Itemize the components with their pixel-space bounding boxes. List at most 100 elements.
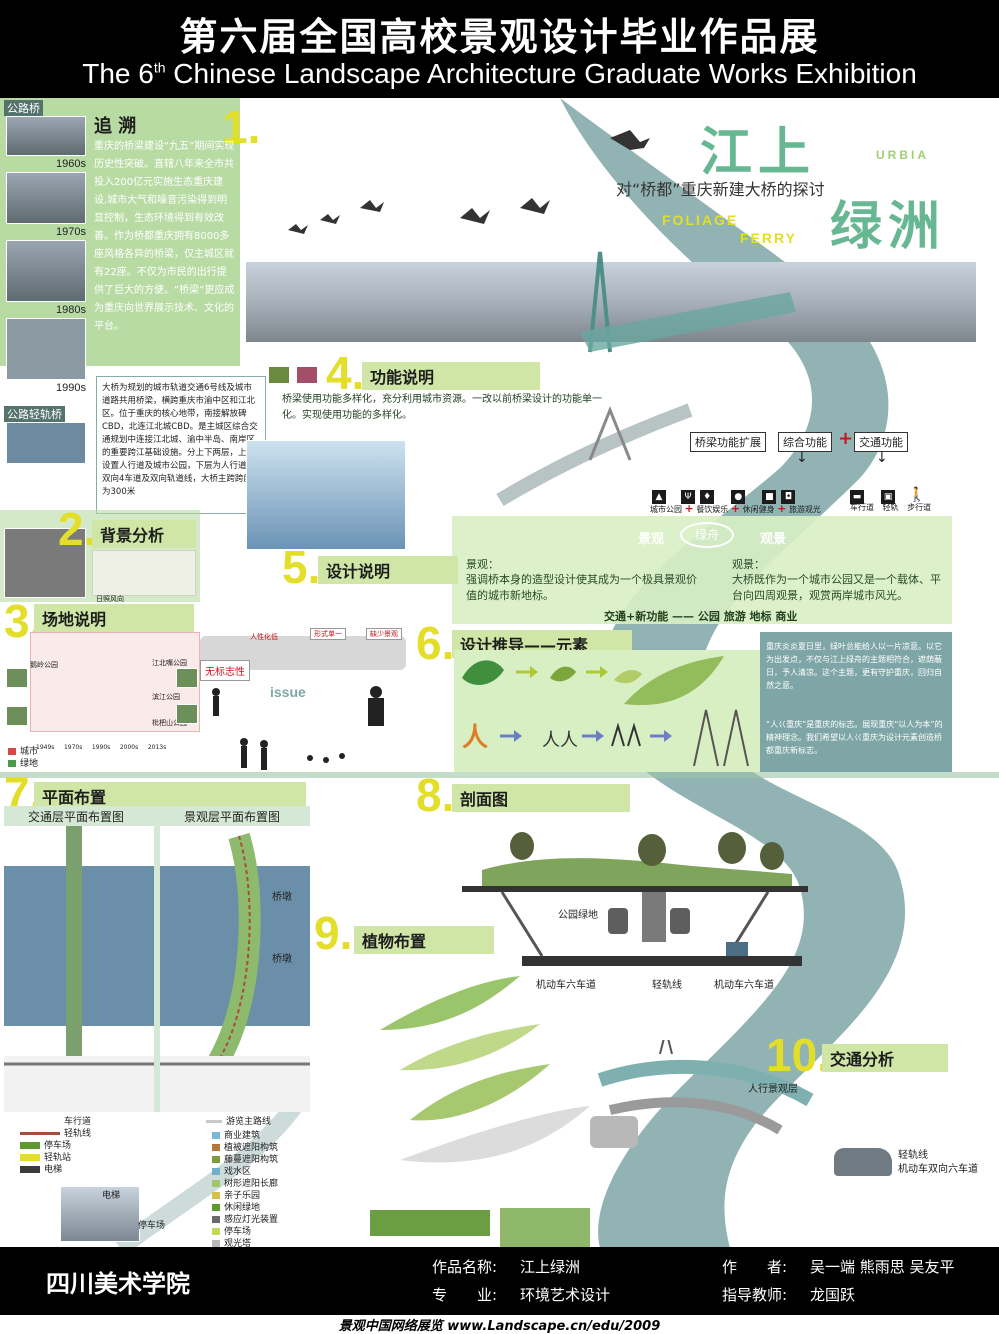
plan-drawings (4, 826, 310, 1112)
design-right: 观景 (760, 532, 787, 547)
legend-elevator: 电梯 (44, 1165, 63, 1175)
photo-1990s (6, 318, 86, 380)
section-park-label: 公园绿地 (558, 910, 598, 921)
transport-labels: 车行道 轻轨 步行道 (850, 502, 931, 513)
en-foliage: FOLIAGE (662, 212, 739, 228)
school-name: 四川美术学院 (46, 1270, 190, 1298)
fitness-icon: ● (731, 490, 746, 504)
viewing-label: 观景： (732, 558, 765, 571)
legend-parking: 停车场 (44, 1141, 72, 1151)
icon-row-transport: ▬ ▣ 🚶 (850, 484, 926, 504)
bridge-info-box: 大桥为规划的城市轨道交通6号线及城市道路共用桥梁，横跨重庆市渝中区和江北区。位于… (96, 376, 266, 514)
design-formula: 交通+新功能 —— 公园 旅游 地标 商业 (604, 610, 798, 623)
major-value: 环境艺术设计 (520, 1286, 611, 1304)
func-label-2: 餐饮娱乐 (696, 505, 729, 514)
en-ferry: FERRY (740, 230, 797, 246)
section-10-title: 交通分析 (822, 1044, 948, 1072)
func-label-4: 旅游观光 (788, 505, 821, 514)
func-label-1: 城市公园 (650, 505, 682, 514)
place-4: 枇杷山公园 (152, 719, 187, 727)
car-render (834, 1148, 892, 1176)
era-1970s: 1970s (56, 226, 86, 238)
section-8-number: 8. (416, 769, 455, 821)
issue-low-humanity: 人性化低 (250, 633, 278, 641)
highway-bridge-label: 公路桥 (4, 100, 43, 116)
element-derivation-diagram: 人 人人 (462, 656, 749, 767)
era-1980s: 1980s (56, 304, 86, 316)
func-photo-1 (268, 366, 290, 384)
section-lane-right: 机动车六车道 (714, 980, 774, 991)
section-9-number: 9. (314, 907, 353, 959)
transport-label-1: 车行道 (850, 503, 874, 512)
pedestrian-icon: 🚶 (908, 487, 926, 503)
legend-r-6: 亲子乐园 (212, 1190, 278, 1202)
sun-wind-diagram (92, 550, 196, 596)
plan-title-landscape: 景观层平面布置图 (184, 810, 281, 824)
lanes-layer-label: 机动车双向六车道 (898, 1164, 978, 1175)
section-drawing (462, 832, 808, 966)
func-photo-2 (296, 366, 318, 384)
history-text: 重庆的桥梁建设“九五”期间实现历史性突破。直辖八年来全市共投入200亿元实施生态… (94, 141, 235, 332)
issue-no-landmark: 无标志性 (200, 660, 250, 681)
legend-tour-route: 游览主路线 (206, 1116, 271, 1128)
park-icon: ▲ (652, 490, 666, 504)
elevator-caption: 电梯 (102, 1191, 121, 1201)
work-name-label: 作品名称: (432, 1258, 498, 1276)
svg-text:人: 人 (462, 723, 488, 753)
box-transport-function: 交通功能 (854, 432, 908, 452)
year-sequence: 1949s 1970s 1990s 2000s 2013s (36, 744, 167, 751)
project-title-2: 绿洲 (830, 197, 947, 257)
legend-station-row: 轻轨站 (20, 1152, 91, 1164)
icon-row-functions: ▲ Ψ ♦ ● ■ ◘ (652, 484, 796, 504)
project-title-1: 江上 (700, 123, 817, 183)
teacher-label: 指导教师: (722, 1286, 788, 1304)
place-2: 江北嘴公园 (152, 659, 187, 667)
elevator-render (60, 1186, 140, 1242)
people-silhouettes (212, 686, 384, 770)
issue-single-form: 形式单一 (310, 628, 346, 640)
design-left: 景观 (638, 532, 665, 547)
bridge-tower-illustration (580, 251, 796, 353)
cup-icon: ♦ (700, 490, 715, 504)
section-2-number: 2. (58, 503, 97, 555)
car-icon: ▬ (850, 490, 864, 504)
site-legend-green: 绿地 (8, 758, 38, 770)
project-subtitle: 对“桥都”重庆新建大桥的探讨 (616, 180, 825, 199)
plan-title-traffic: 交通层平面布置图 (28, 810, 125, 824)
exhibition-title-en: The 6th Chinese Landscape Architecture G… (82, 58, 917, 89)
landscape-label: 景观： (466, 558, 499, 571)
section-rail: 轻轨线 (652, 980, 682, 991)
photo-1980s (6, 240, 86, 302)
place-photo-1 (6, 668, 28, 688)
leaf-element-text: 重庆炎炎夏日里，绿叶总能给人以一片凉意。以它为出发点，不仅与江上绿舟的主题相符合… (766, 642, 942, 690)
birds-illustration (288, 130, 650, 234)
exhibition-title-cn: 第六届全国高校景观设计毕业作品展 (179, 15, 820, 59)
walk-layer-label: 人行景观层 (748, 1084, 798, 1095)
design-center: 绿舟 (680, 522, 734, 548)
sun-wind-caption: 日照风向 (96, 595, 124, 603)
rail-bridge-label: 公路轻轨桥 (4, 406, 65, 422)
arrow-down-icon-2: ↓ (876, 450, 888, 466)
place-photo-3 (176, 668, 198, 688)
function-desc: 桥梁使用功能多样化，充分利用城市资源。一改以前桥梁设计的功能单一化。实现使用功能… (282, 394, 602, 421)
legend-rail: 轻轨线 (64, 1129, 92, 1139)
major-label: 专 业: (432, 1286, 498, 1304)
river-graphic (114, 98, 906, 1248)
legend-r-2: 植被遮阳构筑 (212, 1142, 278, 1154)
plan-legend-right: 商业建筑 植被遮阳构筑 藤蔓遮阳构筑 戏水区 树形遮阳长廊 亲子乐园 休闲绿地 … (212, 1130, 278, 1250)
legend-rail-row: 轻轨线 (20, 1128, 91, 1140)
section-4-number: 4. (326, 347, 365, 399)
en-urbia: URBIA (876, 148, 929, 162)
box-bridge-expansion: 桥梁功能扩展 (690, 432, 766, 452)
era-1960s: 1960s (56, 158, 86, 170)
legend-elevator-row: 电梯 (20, 1164, 91, 1176)
transport-label-3: 步行道 (907, 503, 932, 512)
section-lane-left: 机动车六车道 (536, 980, 596, 991)
section-6-number: 6. (416, 617, 455, 669)
rail-icon: ▣ (881, 490, 896, 504)
author-value: 吴一端 熊雨思 吴友平 (810, 1258, 955, 1276)
rail-layer-label: 轻轨线 (898, 1150, 928, 1161)
legend-r-1: 商业建筑 (212, 1130, 278, 1142)
credit-line[interactable]: 景观中国网络展览 www.Landscape.cn/edu/2009 (0, 1315, 999, 1334)
pier-label-1: 桥墩 (272, 892, 292, 903)
